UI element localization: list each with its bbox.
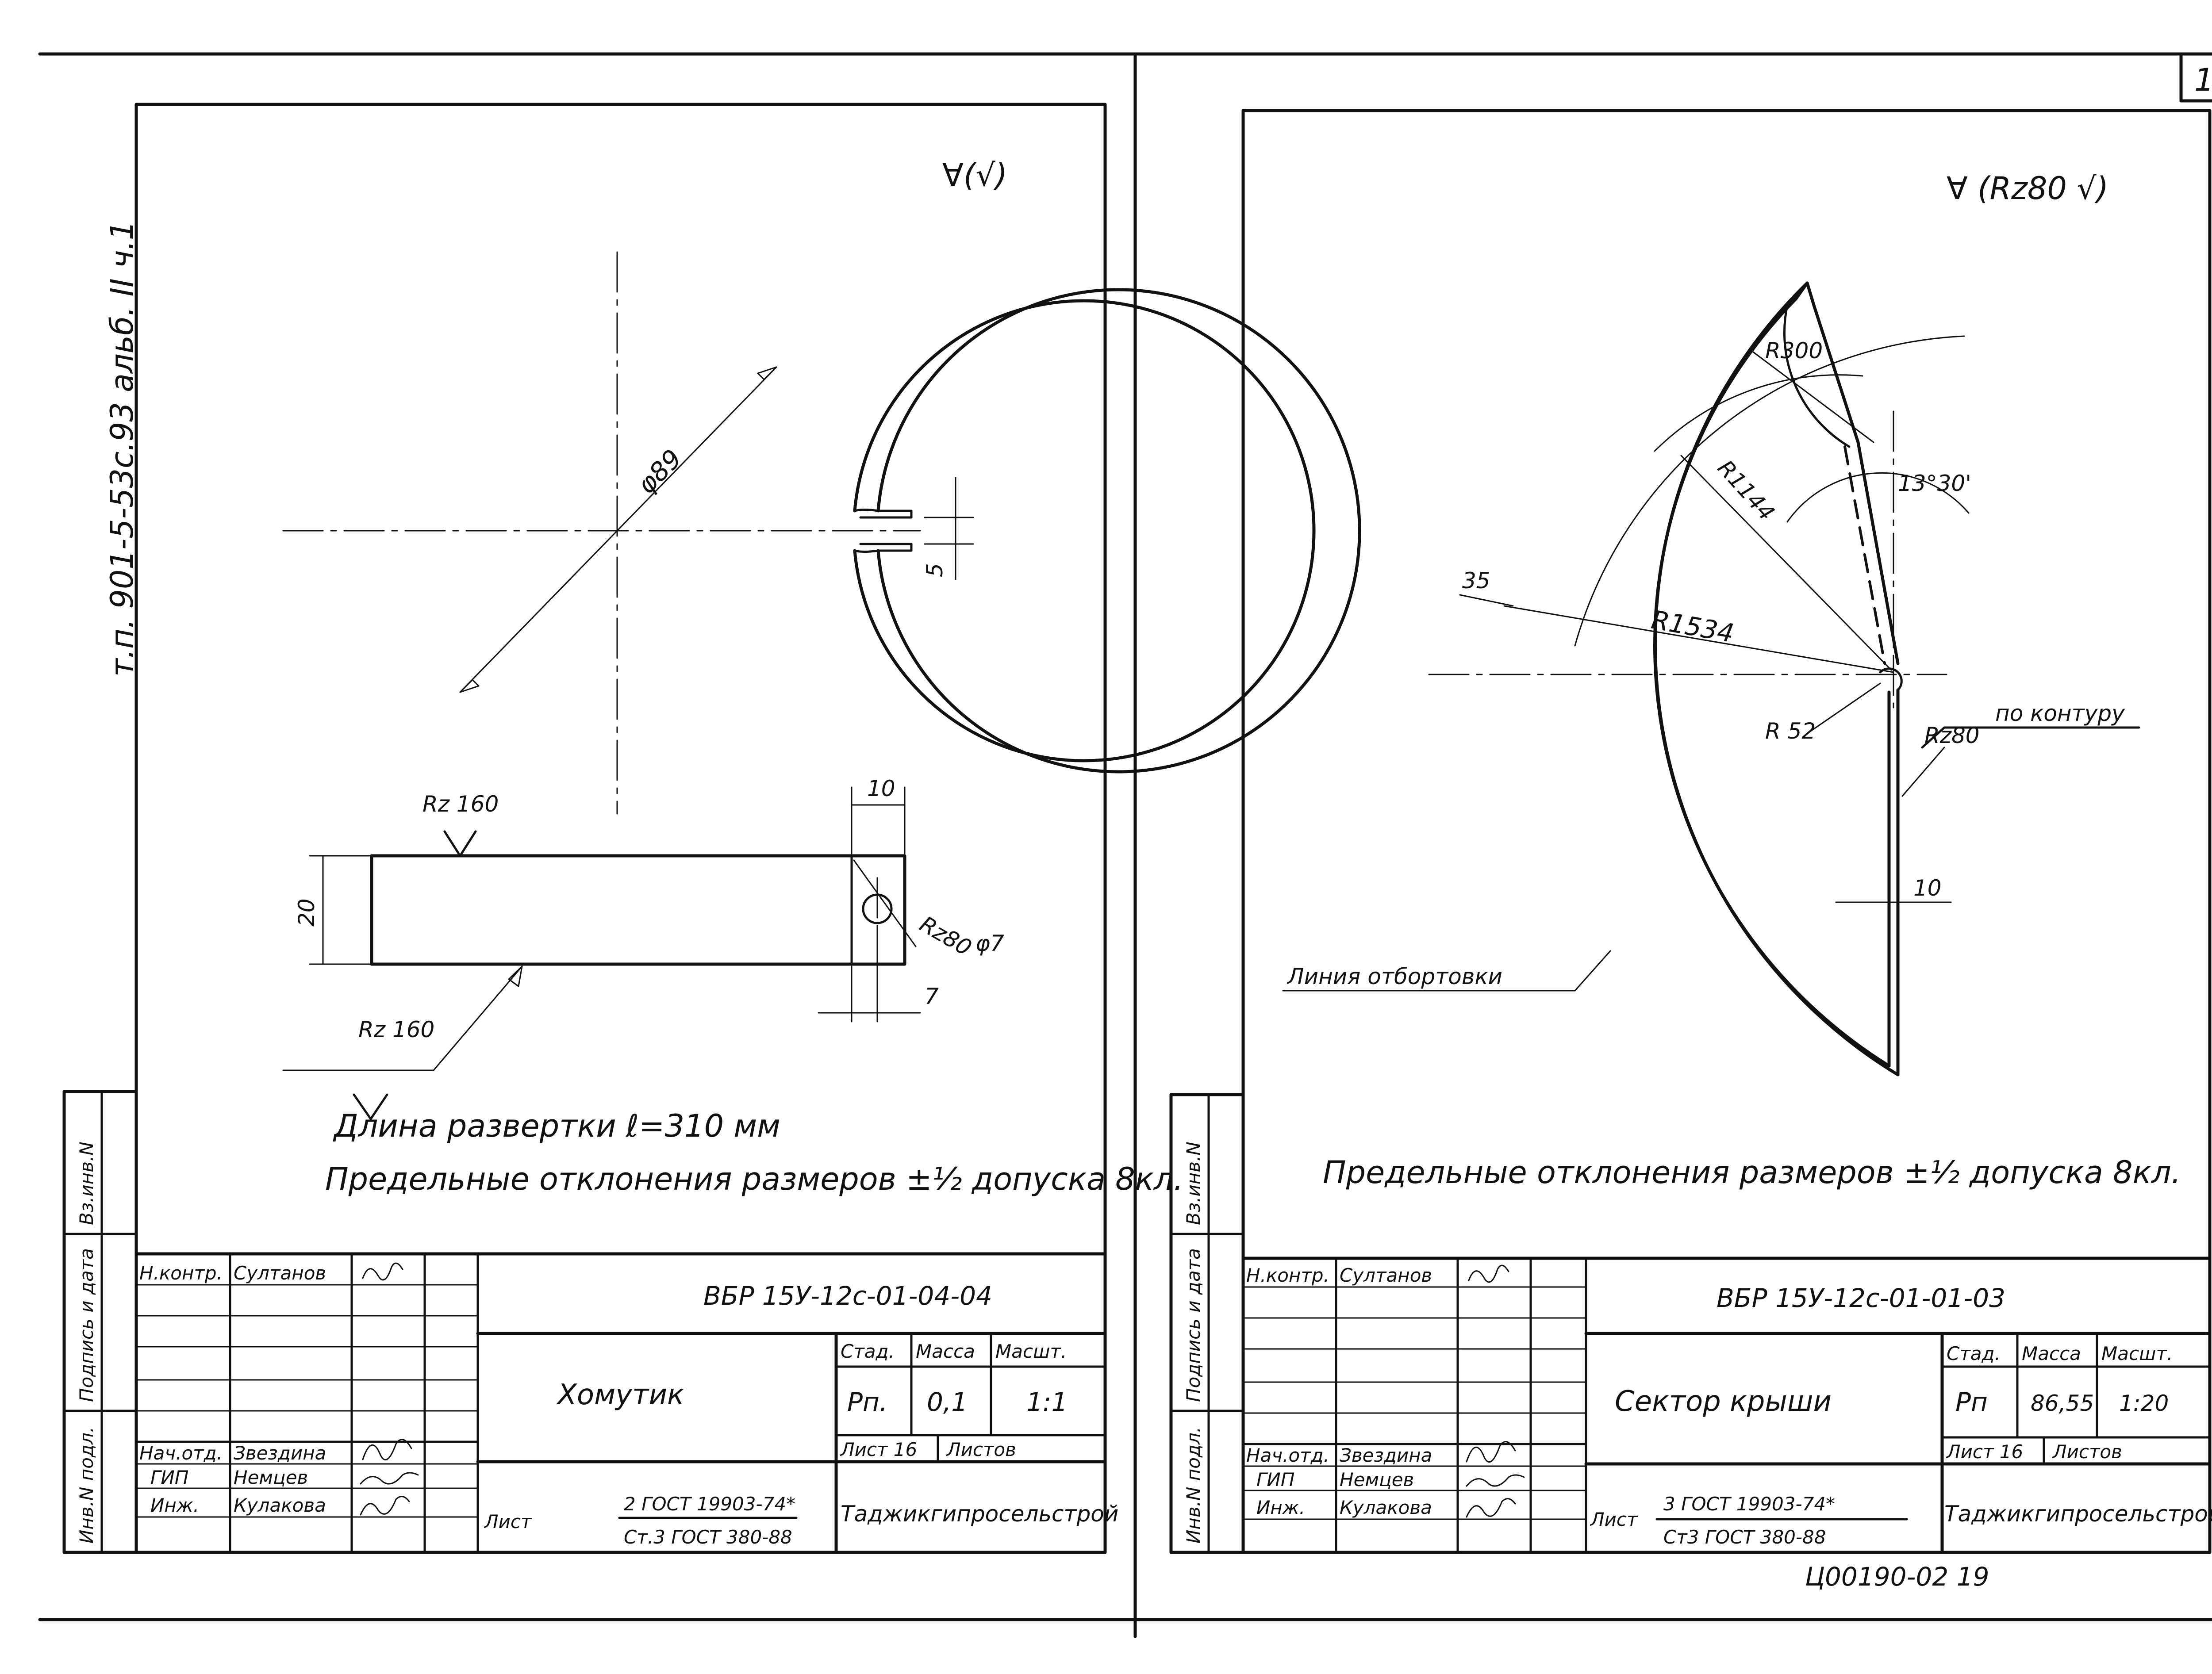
strip-view <box>282 786 921 1120</box>
part-name-right: Сектор крыши <box>1615 1385 1832 1418</box>
mass-left: 0,1 <box>927 1387 968 1417</box>
contour-note: по контуру <box>1995 701 2125 726</box>
right-title-block <box>1241 1256 2212 1554</box>
dim-35: 35 <box>1462 568 1490 594</box>
role-dept-head-left: Нач.отд. <box>139 1442 223 1464</box>
role-norm-control-right: Н.контр. <box>1246 1264 1329 1286</box>
svg-text:Масшт.: Масшт. <box>2101 1343 2173 1364</box>
dim-gap: 5 <box>922 563 948 577</box>
name-nemtsev-right: Немцев <box>1340 1469 1414 1490</box>
mass-right: 86,55 <box>2031 1391 2094 1416</box>
organization-right: Таджикгипросельстрой <box>1944 1501 2212 1527</box>
svg-text:Подпись и дата: Подпись и дата <box>1183 1248 1204 1402</box>
drawing-code-right: ВБР 15У-12с-01-01-03 <box>1717 1283 2005 1313</box>
clamp-ring-view <box>282 251 1361 815</box>
role-chief-engineer-right: ГИП <box>1256 1469 1294 1490</box>
dim-r52: R 52 <box>1765 718 1816 744</box>
role-engineer-right: Инж. <box>1256 1497 1305 1518</box>
right-sheet-frame <box>1241 109 2212 1554</box>
dim-r300: R300 <box>1765 338 1823 364</box>
svg-text:Листов: Листов <box>2052 1441 2122 1463</box>
rz-hole: Rz80 <box>915 911 976 961</box>
svg-text:Подпись и дата: Подпись и дата <box>76 1248 97 1402</box>
svg-text:Лист: Лист <box>1590 1509 1638 1530</box>
dim-diameter: φ89 <box>631 444 687 500</box>
left-sheet-frame <box>134 103 1107 1554</box>
right-margin-stamp: Инв.N подл. Подпись и дата Вз.инв.N <box>1169 1093 1245 1554</box>
svg-text:Лист 16: Лист 16 <box>840 1439 917 1460</box>
role-norm-control-left: Н.контр. <box>139 1262 223 1284</box>
material-top-right: 3 ГОСТ 19903-74* <box>1663 1493 1835 1515</box>
page-number: 18 <box>2194 62 2212 98</box>
drawing-code-left: ВБР 15У-12с-01-04-04 <box>703 1281 992 1311</box>
role-chief-engineer-left: ГИП <box>150 1467 188 1488</box>
left-title-block <box>134 1252 1107 1554</box>
stage-left: Рп. <box>847 1387 887 1417</box>
svg-text:Листов: Листов <box>946 1439 1016 1460</box>
svg-text:Лист 16: Лист 16 <box>1946 1441 2023 1463</box>
dim-width: 20 <box>294 898 319 927</box>
svg-text:Инв.N подл.: Инв.N подл. <box>1183 1427 1204 1544</box>
name-nemtsev-left: Немцев <box>234 1467 308 1488</box>
name-kulakova-right: Кулакова <box>1340 1497 1432 1518</box>
material-bottom-right: Ст3 ГОСТ 380-88 <box>1663 1526 1826 1548</box>
name-zvezdina-right: Звездина <box>1340 1444 1432 1466</box>
svg-text:Лист: Лист <box>484 1511 532 1532</box>
svg-text:Инв.N подл.: Инв.N подл. <box>76 1427 97 1544</box>
role-dept-head-right: Нач.отд. <box>1246 1444 1329 1466</box>
material-bottom-left: Ст.3 ГОСТ 380-88 <box>624 1526 792 1548</box>
signatures-right <box>1466 1264 1525 1518</box>
note-length: Длина развертки ℓ=310 мм <box>333 1108 780 1144</box>
svg-text:Масса: Масса <box>916 1341 975 1362</box>
dim-angle: 13°30' <box>1898 471 1971 496</box>
dim-hole-offset: 7 <box>925 984 939 1009</box>
scale-left: 1:1 <box>1026 1387 1068 1417</box>
name-kulakova-left: Кулакова <box>234 1494 326 1516</box>
name-zvezdina-left: Звездина <box>234 1442 326 1464</box>
note-tolerance-right: Предельные отклонения размеров ±½ допуск… <box>1323 1154 2181 1191</box>
dim-r1534: R1534 <box>1649 605 1736 649</box>
dim-hole: φ7 <box>975 931 1004 956</box>
dim-tab: 10 <box>867 776 895 801</box>
svg-text:Стад.: Стад. <box>841 1341 895 1362</box>
rz-bottom: Rz 160 <box>358 1017 434 1042</box>
roughness-mark-right: ∀ (Rz80 √) <box>1947 170 2108 207</box>
organization-left: Таджикгипросельстрой <box>841 1501 1118 1527</box>
scale-right: 1:20 <box>2119 1391 2169 1416</box>
name-sultanov-right: Султанов <box>1340 1264 1432 1286</box>
name-sultanov-left: Султанов <box>234 1262 326 1284</box>
stage-right: Рп <box>1955 1387 1988 1417</box>
role-engineer-left: Инж. <box>150 1494 199 1516</box>
roughness-mark-left: ∀(√) <box>942 157 1007 193</box>
svg-text:Масса: Масса <box>2022 1343 2081 1364</box>
signatures-left <box>360 1262 419 1516</box>
left-margin-stamp: Инв.N подл. Подпись и дата Вз.инв.N <box>62 1090 138 1554</box>
flange-label: Линия отбортовки <box>1286 964 1502 989</box>
rz-top: Rz 160 <box>422 791 499 817</box>
material-top-left: 2 ГОСТ 19903-74* <box>624 1493 795 1515</box>
svg-text:Вз.инв.N: Вз.инв.N <box>1183 1142 1204 1225</box>
album-reference: т.п. 901-5-53с.93 альб. II ч.1 <box>104 221 140 677</box>
svg-text:Масшт.: Масшт. <box>995 1341 1067 1362</box>
dim-10: 10 <box>1913 875 1942 901</box>
part-name-left: Хомутик <box>556 1379 684 1411</box>
rz80-right: Rz80 <box>1924 723 1980 748</box>
roof-sector-view <box>1282 281 2140 1076</box>
svg-text:Вз.инв.N: Вз.инв.N <box>76 1142 97 1225</box>
svg-text:Стад.: Стад. <box>1947 1343 2001 1364</box>
dim-r1144: R1144 <box>1713 455 1780 525</box>
archive-number: Ц00190-02 19 <box>1805 1562 1989 1592</box>
note-tolerance-left: Предельные отклонения размеров ±½ допуск… <box>325 1161 1183 1197</box>
